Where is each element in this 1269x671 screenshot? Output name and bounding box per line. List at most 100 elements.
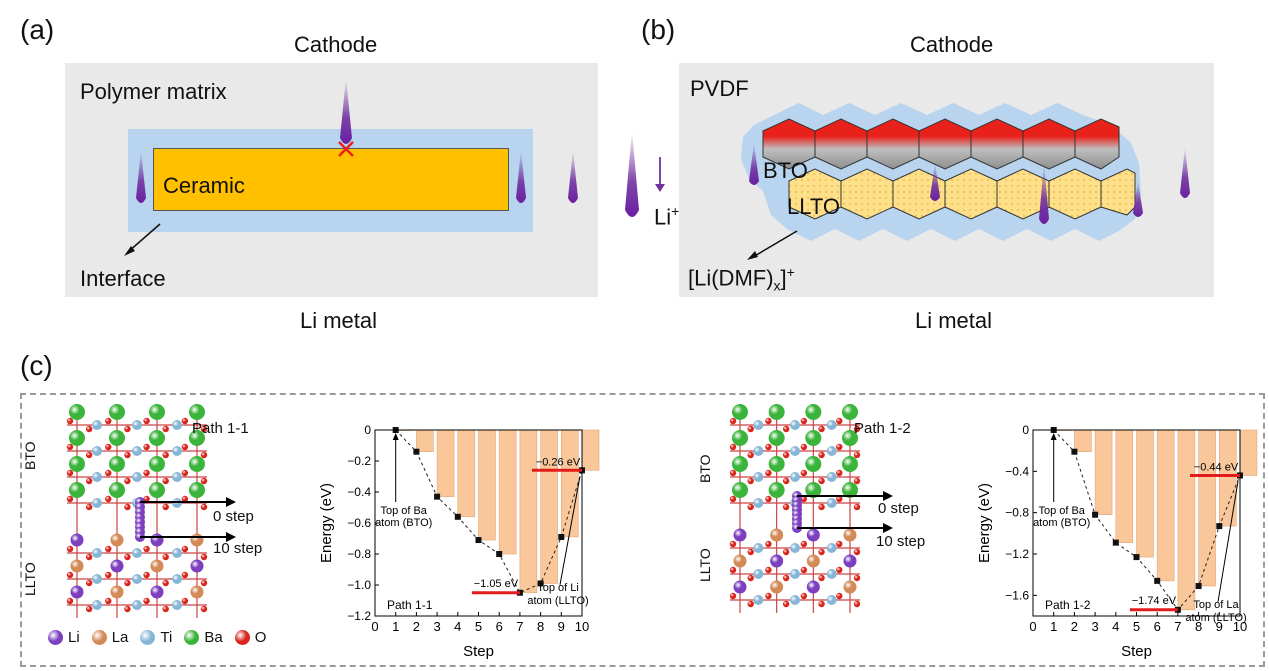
o-atom — [765, 495, 772, 503]
li-ion-charge: + — [671, 203, 680, 219]
energy-point — [537, 580, 544, 587]
y-tick-label: 0 — [1022, 423, 1029, 437]
ba-atom — [732, 404, 748, 420]
energy-bar — [416, 429, 434, 453]
o-atom — [818, 548, 825, 556]
li-atom — [806, 528, 820, 542]
o-atom — [162, 553, 169, 561]
llto-label: LLTO — [787, 194, 840, 219]
o-atom — [85, 579, 93, 587]
panel-a-cathode-label: Cathode — [294, 32, 378, 57]
y-tick-label: −0.8 — [1005, 506, 1029, 520]
o-atom — [143, 443, 150, 451]
li-ion-drop-b3 — [1039, 163, 1049, 224]
ba-atom — [69, 430, 85, 446]
ti-atom — [172, 420, 182, 430]
o-atom — [124, 477, 131, 485]
o-atom — [747, 600, 754, 608]
ti-atom — [172, 446, 182, 456]
x-tick-label: 8 — [1195, 619, 1202, 634]
x-tick-label: 6 — [496, 619, 503, 634]
o-atom — [162, 425, 169, 433]
complex-pointer-arrow — [747, 230, 798, 260]
o-atom — [162, 477, 169, 485]
li-ion-drop-b2 — [930, 163, 940, 201]
x-tick-label: 0 — [1029, 619, 1036, 634]
structure2-arrow10-label: 10 step — [876, 533, 926, 550]
y-tick-label: −0.4 — [1005, 464, 1029, 478]
li-ion-drop-blocked — [340, 78, 352, 144]
li-atom — [733, 528, 747, 542]
step-arrow-head — [883, 523, 893, 533]
panel-a-ceramic-label: Ceramic — [163, 173, 245, 198]
ti-atom — [92, 574, 102, 584]
x-tick-label: 5 — [475, 619, 482, 634]
energy-bar — [1156, 429, 1175, 582]
o-atom — [747, 548, 754, 556]
start-annotation-arrowhead — [1050, 433, 1057, 440]
ti-atom — [132, 548, 142, 558]
o-atom — [782, 477, 790, 485]
y-tick-label: −1.0 — [347, 578, 371, 592]
end-annotation-text: atom (LLTO) — [527, 595, 588, 607]
o-atom — [124, 553, 131, 561]
y-axis-label: Energy (eV) — [976, 483, 993, 563]
ba-atom — [768, 456, 785, 472]
legend-atom-swatch — [234, 630, 250, 645]
ba-atom — [189, 430, 205, 446]
x-axis-label: Step — [463, 643, 494, 660]
y-tick-label: −1.2 — [1005, 547, 1029, 561]
la-atom — [770, 580, 784, 594]
o-atom — [729, 566, 737, 574]
legend-item: Ti — [140, 629, 172, 646]
x-tick-label: 2 — [1071, 619, 1078, 634]
o-atom — [782, 425, 790, 433]
ba-atom — [842, 456, 858, 472]
ba-atom — [842, 404, 858, 420]
bto-layer — [762, 118, 1120, 170]
li-ion-text: Li — [654, 204, 672, 230]
o-atom — [85, 451, 93, 459]
o-atom — [818, 425, 825, 433]
ba-atom — [805, 482, 822, 498]
energy-bar — [1177, 429, 1196, 611]
o-atom — [162, 579, 169, 587]
o-atom — [765, 469, 772, 477]
energy-point — [1133, 554, 1140, 561]
energy-bar — [478, 429, 496, 541]
o-atom — [200, 605, 208, 613]
ti-atom — [172, 574, 182, 584]
la-atom — [110, 533, 124, 547]
ti-atom — [753, 472, 764, 482]
energy-point — [1071, 448, 1078, 455]
panel-c-frame — [20, 393, 1265, 667]
dmf-complex-sub: x — [773, 277, 781, 294]
block-cross-icon — [338, 141, 354, 157]
energy-bar — [436, 429, 455, 497]
o-atom — [143, 469, 150, 477]
llto-layer — [788, 168, 1136, 220]
end-annotation-text: Top of La — [1193, 599, 1239, 611]
energy-point — [1092, 511, 1099, 518]
step-arrow-head — [226, 532, 236, 542]
panel-c-label: (c) — [20, 350, 53, 381]
o-atom — [729, 540, 737, 548]
o-atom — [66, 495, 74, 503]
chart-inner-label: Path 1-1 — [387, 598, 433, 612]
o-atom — [765, 592, 772, 600]
start-annotation-arrowhead — [392, 433, 399, 440]
panel-a-ceramic-block — [153, 148, 509, 211]
o-atom — [162, 503, 169, 511]
panel-a-matrix-label: Polymer matrix — [80, 79, 227, 104]
panel-a-decorations — [124, 78, 665, 256]
ti-atom — [790, 543, 800, 553]
energy-point — [454, 513, 461, 520]
crystal-structure-path-1-1 — [66, 404, 236, 618]
ti-atom — [826, 420, 837, 430]
ba-atom — [189, 482, 205, 498]
energy-bar — [1136, 429, 1154, 558]
legend-atom-swatch — [48, 630, 63, 645]
o-atom — [143, 545, 150, 553]
o-atom — [818, 451, 825, 459]
